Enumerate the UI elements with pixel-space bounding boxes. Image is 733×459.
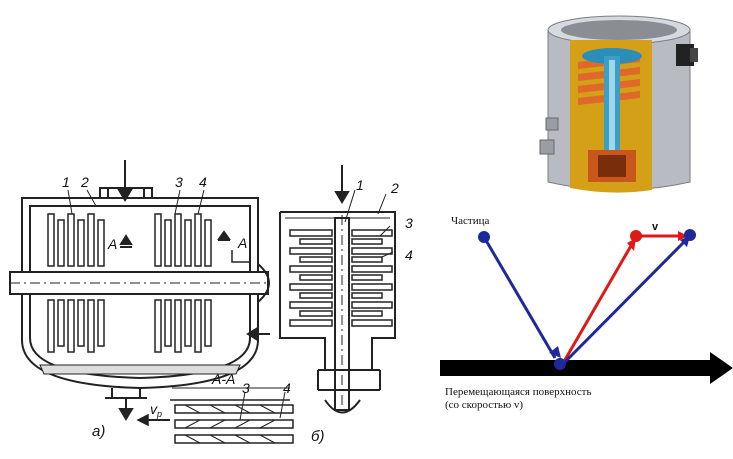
incoming-trajectory xyxy=(482,236,557,359)
surface-label-line2: (со скоростью v) xyxy=(445,399,523,411)
turbomolecular-pump-cutaway-icon xyxy=(539,15,698,193)
surface-label-line1: Перемещающаяся поверхность xyxy=(445,386,592,398)
fig-a-section-label-3: 3 xyxy=(242,380,250,396)
fig-b-caption: б) xyxy=(311,428,324,445)
velocity-label: v xyxy=(652,221,659,233)
reflected-trajectory-blue xyxy=(560,238,688,367)
fig-a-section-label-4: 4 xyxy=(283,380,291,396)
fig-a-section-marker-right: A xyxy=(237,235,247,251)
fig-a-label-3: 3 xyxy=(175,174,183,190)
reflection-labels: Частица v Перемещающаяся поверхность (со… xyxy=(445,215,659,411)
particle-label: Частица xyxy=(451,215,489,227)
fig-a-section-marker-left: A xyxy=(107,236,117,252)
figure-b-pump-section xyxy=(279,165,396,415)
figure-a-pump-section xyxy=(9,160,270,421)
fig-a-velocity-label: vp xyxy=(150,401,162,419)
fig-b-label-1: 1 xyxy=(356,177,364,193)
fig-a-section-title: A-A xyxy=(211,371,235,387)
particle-start-dot xyxy=(478,231,490,243)
reflection-diagram xyxy=(440,229,733,384)
particle-red-end-dot xyxy=(630,230,642,242)
fig-b-label-2: 2 xyxy=(390,180,399,196)
fig-a-caption: а) xyxy=(92,423,105,440)
reflected-trajectory-red xyxy=(560,243,634,366)
fig-a-label-4: 4 xyxy=(199,174,207,190)
surface-direction-arrow xyxy=(710,352,733,384)
fig-a-label-2: 2 xyxy=(80,174,89,190)
figure-a-labels: 1 2 3 4 A A а) xyxy=(62,174,247,440)
figure-a-section-labels: A-A 3 4 vp xyxy=(150,371,291,419)
fig-b-label-3: 3 xyxy=(405,215,413,231)
figure-a-section-aa xyxy=(136,387,294,444)
fig-a-label-1: 1 xyxy=(62,174,70,190)
particle-impact-dot xyxy=(554,358,566,370)
figure-b-labels: 1 2 3 4 б) xyxy=(311,177,413,445)
fig-b-label-4: 4 xyxy=(405,247,413,263)
particle-blue-end-dot xyxy=(684,229,696,241)
moving-surface-bar xyxy=(440,360,712,376)
